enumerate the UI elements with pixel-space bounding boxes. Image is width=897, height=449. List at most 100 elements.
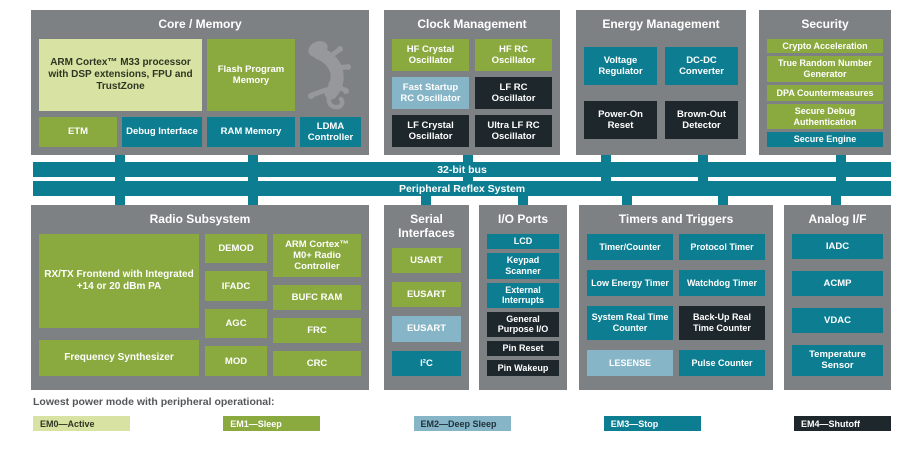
bus-connector — [115, 177, 125, 181]
bus-connector — [836, 177, 846, 181]
block-pulse-counter: Pulse Counter — [679, 349, 765, 376]
panel-core-memory-title: Core / Memory — [158, 17, 242, 31]
block-general-purpose-io: General Purpose I/O — [487, 311, 559, 337]
legend-heading: Lowest power mode with peripheral operat… — [33, 396, 275, 408]
legend-em2-deep-sleep: EM2—Deep Sleep — [413, 416, 511, 431]
block-agc: AGC — [205, 308, 267, 339]
block-debug-interface: Debug Interface — [122, 116, 202, 147]
block-lf-rc-oscillator: LF RC Oscillator — [475, 76, 552, 109]
block-bufc-ram: BUFC RAM — [273, 285, 361, 311]
bus-connector — [831, 196, 841, 205]
panel-io-ports-title: I/O Ports — [497, 212, 548, 226]
panel-serial-interfaces-title: Serial Interfaces — [398, 212, 455, 240]
panel-core-memory-body: ARM Cortex™ M33 processor with DSP exten… — [39, 38, 361, 147]
block-demod: DEMOD — [205, 233, 267, 264]
legend-em0-active: EM0—Active — [33, 416, 130, 431]
panel-analog-if: Analog I/F IADC ACMP VDAC Temperature Se… — [784, 205, 891, 390]
block-fast-startup-rc-oscillator: Fast Startup RC Oscillator — [392, 76, 469, 109]
block-ram-memory: RAM Memory — [207, 116, 295, 147]
legend: EM0—Active EM1—Sleep EM2—Deep Sleep EM3—… — [33, 416, 891, 431]
block-vdac: VDAC — [792, 307, 883, 333]
block-system-real-time-counter: System Real Time Counter — [587, 305, 673, 340]
block-keypad-scanner: Keypad Scanner — [487, 253, 559, 279]
bus-connector — [463, 177, 473, 181]
block-temperature-sensor: Temperature Sensor — [792, 344, 883, 377]
radio-column-1: RX/TX Frontend with Integrated +14 or 20… — [39, 233, 199, 376]
panel-clock-management: Clock Management HF Crystal Oscillator H… — [384, 10, 560, 155]
block-flash-program-memory: Flash Program Memory — [207, 38, 295, 111]
panel-energy-management-title: Energy Management — [602, 17, 720, 31]
panel-energy-management: Energy Management Voltage Regulator DC-D… — [576, 10, 746, 155]
block-pin-reset: Pin Reset — [487, 340, 559, 357]
panel-radio-subsystem-body: RX/TX Frontend with Integrated +14 or 20… — [39, 233, 361, 376]
bus-connector — [518, 196, 528, 205]
bus-connector — [248, 196, 258, 205]
block-hf-crystal-oscillator: HF Crystal Oscillator — [392, 38, 469, 71]
block-eusart-2: EUSART — [392, 316, 461, 342]
block-ultra-lf-rc-oscillator: Ultra LF RC Oscillator — [475, 114, 552, 147]
panel-serial-interfaces-body: USART EUSART EUSART I²C — [392, 247, 461, 377]
core-memory-row-2: ETM Debug Interface RAM Memory LDMA Cont… — [39, 116, 361, 147]
bus-connector — [698, 155, 708, 162]
bus-connector — [601, 155, 611, 162]
gecko-logo — [300, 39, 361, 111]
radio-column-3: ARM Cortex™ M0+ Radio Controller BUFC RA… — [273, 233, 361, 376]
core-memory-row-1: ARM Cortex™ M33 processor with DSP exten… — [39, 38, 361, 111]
panel-timers-and-triggers-title: Timers and Triggers — [618, 212, 734, 226]
gecko-logo-icon — [307, 40, 351, 110]
panel-security-title: Security — [801, 17, 849, 31]
panel-clock-management-body: HF Crystal Oscillator HF RC Oscillator F… — [392, 38, 552, 147]
panel-security-body: Crypto Acceleration True Random Number G… — [767, 38, 883, 147]
bus-connector — [622, 196, 632, 205]
block-etm: ETM — [39, 116, 117, 147]
block-ldma-controller: LDMA Controller — [300, 116, 361, 147]
bus-connector — [115, 155, 125, 162]
panel-radio-subsystem: Radio Subsystem RX/TX Frontend with Inte… — [31, 205, 369, 390]
bus-peripheral-reflex-system: Peripheral Reflex System — [33, 181, 891, 196]
block-arm-cortex-m33-processor: ARM Cortex™ M33 processor with DSP exten… — [39, 38, 202, 111]
panel-serial-interfaces: Serial Interfaces USART EUSART EUSART I²… — [384, 205, 469, 390]
block-dcdc-converter: DC-DC Converter — [665, 46, 738, 85]
panel-analog-if-title: Analog I/F — [808, 212, 867, 226]
block-lesense: LESENSE — [587, 349, 673, 376]
block-brown-out-detector: Brown-Out Detector — [665, 100, 738, 139]
block-acmp: ACMP — [792, 270, 883, 296]
block-low-energy-timer: Low Energy Timer — [587, 269, 673, 296]
block-usart: USART — [392, 247, 461, 273]
block-crc: CRC — [273, 351, 361, 376]
panel-core-memory: Core / Memory ARM Cortex™ M33 processor … — [31, 10, 369, 155]
panel-radio-subsystem-title: Radio Subsystem — [149, 212, 251, 226]
bus-connector — [836, 155, 846, 162]
bus-32bit-label: 32-bit bus — [437, 163, 487, 176]
block-ifadc: IFADC — [205, 271, 267, 301]
bus-prs-label: Peripheral Reflex System — [398, 182, 526, 195]
panel-io-ports-body: LCD Keypad Scanner External Interrupts G… — [487, 233, 559, 376]
block-crypto-acceleration: Crypto Acceleration — [767, 38, 883, 54]
panel-analog-if-body: IADC ACMP VDAC Temperature Sensor — [792, 233, 883, 377]
panel-timers-and-triggers-body: Timer/Counter Protocol Timer Low Energy … — [587, 233, 765, 376]
block-frequency-synthesizer: Frequency Synthesizer — [39, 340, 199, 376]
block-pin-wakeup: Pin Wakeup — [487, 360, 559, 376]
bus-connector — [115, 196, 125, 205]
panel-clock-management-title: Clock Management — [417, 17, 527, 31]
block-rxtx-frontend: RX/TX Frontend with Integrated +14 or 20… — [39, 233, 199, 328]
bus-connector — [698, 177, 708, 181]
bus-connector — [463, 155, 473, 162]
block-eusart-1: EUSART — [392, 281, 461, 308]
panel-energy-management-body: Voltage Regulator DC-DC Converter Power-… — [584, 39, 738, 147]
block-mod: MOD — [205, 346, 267, 376]
panel-io-ports: I/O Ports LCD Keypad Scanner External In… — [479, 205, 567, 390]
block-voltage-regulator: Voltage Regulator — [584, 46, 657, 85]
radio-column-2: DEMOD IFADC AGC MOD — [205, 233, 267, 376]
block-true-random-number-generator: True Random Number Generator — [767, 56, 883, 82]
bus-connector — [601, 177, 611, 181]
legend-em1-sleep: EM1—Sleep — [223, 416, 321, 431]
legend-em3-stop: EM3—Stop — [603, 416, 701, 431]
bus-connector — [248, 177, 258, 181]
block-i2c: I²C — [392, 350, 461, 377]
block-secure-debug-authentication: Secure Debug Authentication — [767, 104, 883, 130]
block-watchdog-timer: Watchdog Timer — [679, 269, 765, 296]
block-lf-crystal-oscillator: LF Crystal Oscillator — [392, 114, 469, 147]
block-external-interrupts: External Interrupts — [487, 282, 559, 308]
